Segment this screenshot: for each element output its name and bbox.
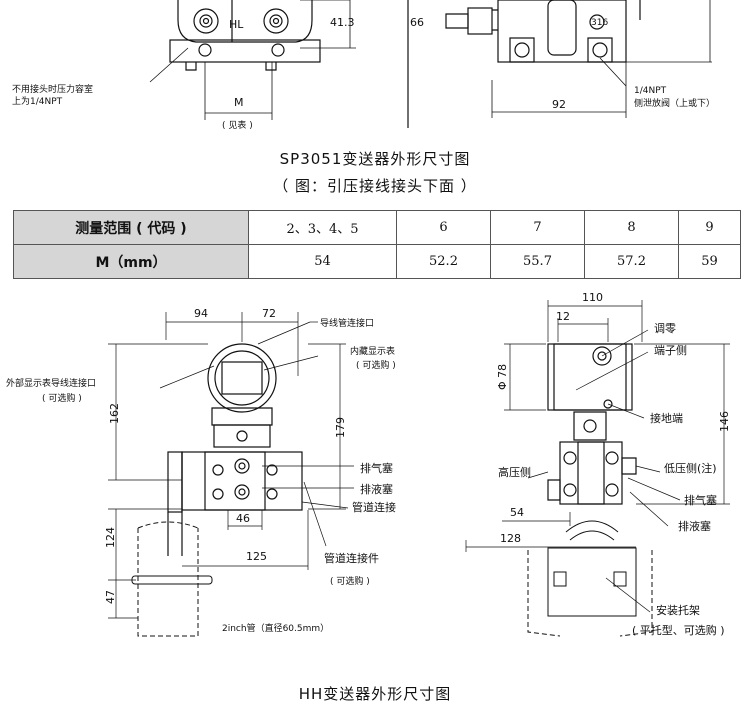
label-drain: 排液塞 (360, 482, 393, 496)
label-ground: 接地端 (650, 412, 683, 425)
right-pipe-outline (527, 550, 653, 637)
label-316: 316 (591, 18, 608, 28)
dim-125: 125 (246, 550, 267, 563)
label-pipe-fitting: 管道连接件 (324, 551, 379, 565)
value-cell: 57.2 (584, 244, 679, 279)
table-row: M（mm） 54 52.2 55.7 57.2 59 (13, 244, 741, 279)
caption-hh: HH变送器外形尺寸图 (298, 685, 452, 703)
label-vent: 排气塞 (360, 461, 393, 475)
m-label: M (234, 96, 244, 109)
left-transmitter-outline (167, 343, 303, 556)
note-right-line2: 侧泄放阀（上或下） (634, 97, 715, 109)
code-cell: 2、3、4、5 (248, 210, 397, 245)
left-pipe-outline (137, 521, 199, 637)
label-drain-right: 排液塞 (678, 519, 711, 533)
value-cell: 52.2 (396, 244, 491, 279)
dim-66: 66 (410, 16, 424, 29)
dim-41-3: 41.3 (330, 16, 355, 29)
label-builtin-display: 内藏显示表 (350, 345, 395, 357)
dim-124: 124 (104, 527, 117, 548)
dim-110: 110 (582, 291, 603, 304)
dim-72: 72 (262, 307, 276, 320)
dim-12: 12 (556, 310, 570, 323)
label-high-pressure: 高压侧 (498, 465, 531, 479)
note-left-line2: 上为1/4NPT (12, 95, 63, 107)
dim-162: 162 (108, 403, 121, 424)
label-pipe-connection: 管道连接 (352, 500, 396, 514)
right-transmitter-outline (547, 343, 637, 505)
dim-47: 47 (104, 590, 117, 604)
caption-sp3051-note: （ 图：引压接线接头下面 ） (273, 177, 477, 195)
note-right-line1: 1/4NPT (634, 86, 667, 96)
code-cell: 7 (490, 210, 585, 245)
label-2inch-pipe: 2inch管（直径60.5mm） (222, 622, 329, 634)
label-low-pressure: 低压侧(注) (664, 461, 717, 475)
dimension-table: 测量范围 ( 代码 ) 2、3、4、5 6 7 8 9 M（mm） 54 52.… (13, 210, 741, 279)
label-external-display: 外部显示表导线连接口 (6, 377, 96, 389)
left-u-bolt (131, 575, 213, 585)
label-bracket: 安装托架 (656, 603, 700, 617)
label-builtin-optional: ( 可选购 ) (356, 359, 396, 371)
label-external-optional: ( 可选购 ) (42, 392, 82, 404)
label-pipe-fitting-optional: ( 可选购 ) (330, 575, 370, 587)
label-conduit: 导线管连接口 (320, 317, 374, 329)
note-left-line1: 不用接头时压力容室 (12, 83, 93, 95)
label-zero: 调零 (654, 322, 676, 335)
dim-92: 92 (552, 98, 566, 111)
value-cell: 55.7 (490, 244, 585, 279)
label-terminal: 端子侧 (654, 344, 687, 357)
dim-179: 179 (334, 417, 347, 438)
label-bracket-optional: ( 平托型、可选购 ) (632, 623, 725, 637)
value-cell: 54 (248, 244, 397, 279)
code-cell: 8 (584, 210, 679, 245)
caption-sp3051: SP3051变送器外形尺寸图 (279, 150, 471, 168)
value-cell: 59 (678, 244, 741, 279)
hl-label: HL (229, 18, 244, 31)
m-note: ( 见表 ) (222, 119, 253, 131)
dim-46: 46 (236, 512, 250, 525)
table-row: 测量范围 ( 代码 ) 2、3、4、5 6 7 8 9 (13, 210, 741, 245)
top-drawing: HL 41.3 不用接头时压力容室 上为1/4NPT M ( 见表 ) 316 … (12, 0, 715, 131)
label-vent-right: 排气塞 (684, 493, 717, 507)
dim-54: 54 (510, 506, 524, 519)
header-m: M（mm） (13, 244, 249, 279)
header-range: 测量范围 ( 代码 ) (13, 210, 249, 245)
dim-phi78: Φ 78 (496, 364, 509, 390)
right-bracket-outline (547, 520, 637, 617)
code-cell: 6 (396, 210, 491, 245)
dim-94: 94 (194, 307, 208, 320)
dim-146: 146 (718, 411, 731, 432)
dim-128: 128 (500, 532, 521, 545)
